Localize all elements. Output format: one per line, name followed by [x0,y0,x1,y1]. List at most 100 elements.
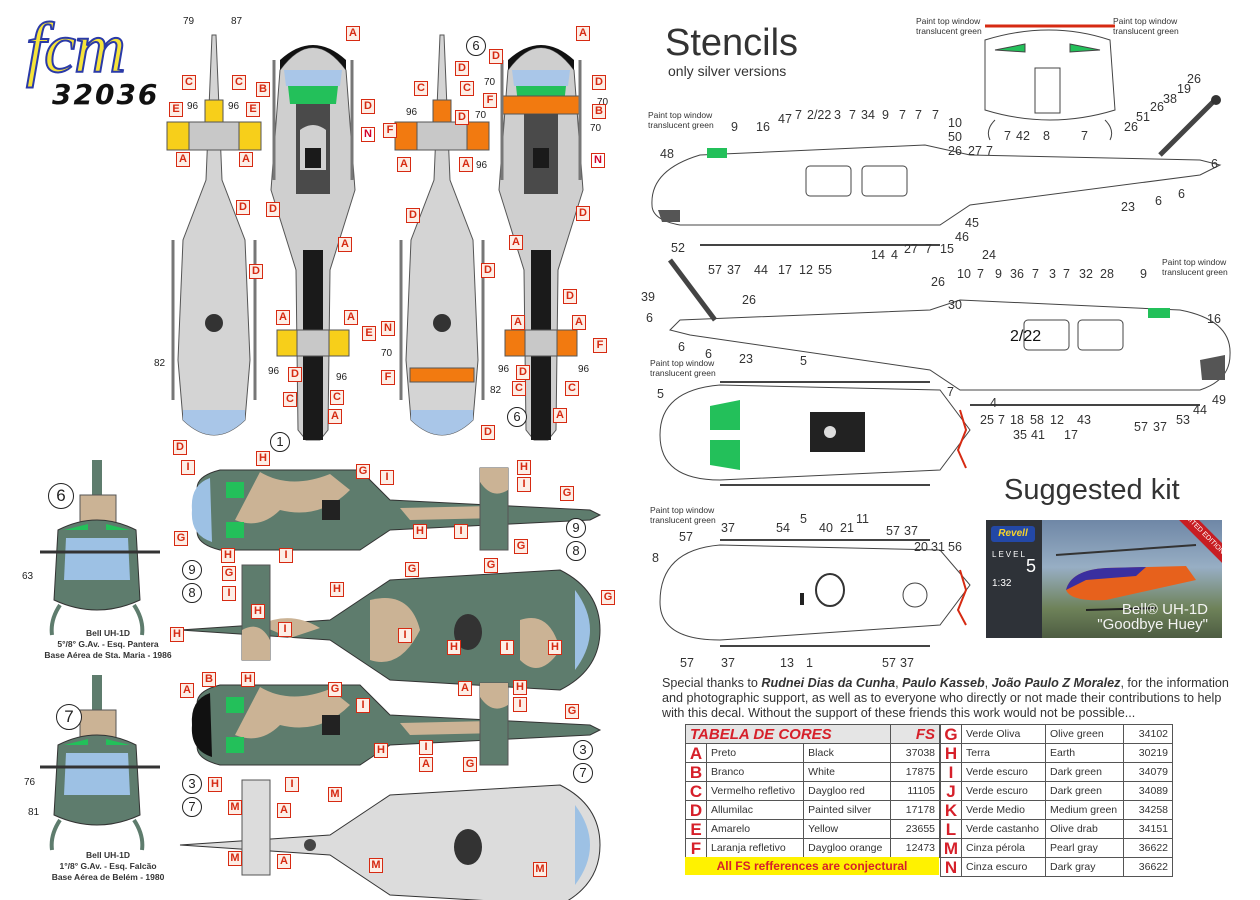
stencil-number: 7 [1081,129,1088,143]
stencil-number: 70 [475,110,487,121]
color-label: H [374,743,388,758]
stencil-number: 51 [1136,110,1150,124]
color-label: F [483,93,497,108]
stabilizer-yellow-left [166,121,190,151]
color-label: D [455,61,469,76]
color-label: C [512,381,526,396]
color-label: G [222,566,236,581]
caption-camo-6: Bell UH-1D 5°/8° G.Av. - Esq. Pantera Ba… [44,628,172,660]
color-label: D [576,206,590,221]
color-label: I [500,640,514,655]
stencil-number: 7 [1063,267,1070,281]
color-label: H [221,548,235,563]
stencil-number: 57 [679,530,693,544]
stencil-number: 70 [597,97,609,108]
stencil-number: 10 [948,116,962,130]
thanks-name: João Paulo Z Moralez [991,676,1121,690]
option-mark: 8 [566,541,586,561]
color-label: D [455,110,469,125]
color-label: D [249,264,263,279]
color-label: C [460,81,474,96]
stencil-number: 7 [947,385,954,399]
stencil-top-view [659,381,971,486]
stencil-number: 7 [849,108,856,122]
stencil-number: 57 [886,524,900,538]
stencil-number: 37 [721,521,735,535]
thanks-name: Rudnei Dias da Cunha [761,676,896,690]
color-label: D [236,200,250,215]
option-mark: 3 [573,740,593,760]
color-label: H [413,524,427,539]
stencil-number: 57 [1134,420,1148,434]
color-label: A [344,310,358,325]
stencil-number: 28 [1100,267,1114,281]
option-mark-6: 6 [507,407,527,427]
option-mark: 9 [566,518,586,538]
color-label: H [170,627,184,642]
color-label: I [285,777,299,792]
stencil-number: 47 [778,112,792,126]
stencil-number: 13 [780,656,794,670]
color-label: D [406,208,420,223]
color-label: G [174,531,188,546]
camo-bottom-view-6 [179,564,601,691]
fs-header: FS [890,724,940,744]
stencil-side-view-1 [651,95,1222,246]
stencil-number: 41 [1031,428,1045,442]
stencil-number: 15 [940,242,954,256]
logo-brand: fcm [25,8,127,88]
option-mark: 7 [573,763,593,783]
stencil-number: 70 [381,348,393,359]
color-label: A [397,157,411,172]
stencil-number: 26 [742,293,756,307]
stencil-number: 38 [1163,92,1177,106]
color-label: I [278,622,292,637]
color-label: C [283,392,297,407]
kit-scale: 1:32 [992,578,1012,589]
stencil-number: 81 [28,807,40,818]
color-label: G [328,682,342,697]
color-label: E [169,102,183,117]
color-label: F [383,123,397,138]
color-label: N [361,127,375,142]
option-mark: 9 [182,560,202,580]
stencil-number: 54 [776,521,790,535]
option-mark-1: 1 [270,432,290,452]
kit-level-text: LEVEL [992,550,1027,559]
stencil-number: 26 [948,144,962,158]
stencil-number: 42 [1016,129,1030,143]
color-label: M [533,862,547,877]
color-label: A [276,310,290,325]
color-table-title: TABELA DE CORES [685,724,891,744]
stencil-number: 7 [899,108,906,122]
color-label: F [593,338,607,353]
kit-number: 32036 [52,78,160,111]
stencil-number: 56 [948,540,962,554]
color-label: G [484,558,498,573]
stencil-number: 5 [800,512,807,526]
color-label: D [266,202,280,217]
color-table-header: TABELA DE CORES FS [685,724,940,744]
color-label: I [222,586,236,601]
pearl-bottom-view-7 [179,779,601,900]
color-label: G [601,590,615,605]
color-label: G [356,464,370,479]
stencil-number: 7 [795,108,802,122]
stencil-number: 40 [819,521,833,535]
color-label: G [405,562,419,577]
stencil-number: 70 [590,123,602,134]
stencil-number: 10 [957,267,971,281]
color-label: I [181,460,195,475]
stencil-number: 57 [882,656,896,670]
color-label: H [330,582,344,597]
color-label: A [277,854,291,869]
color-label: B [202,672,216,687]
